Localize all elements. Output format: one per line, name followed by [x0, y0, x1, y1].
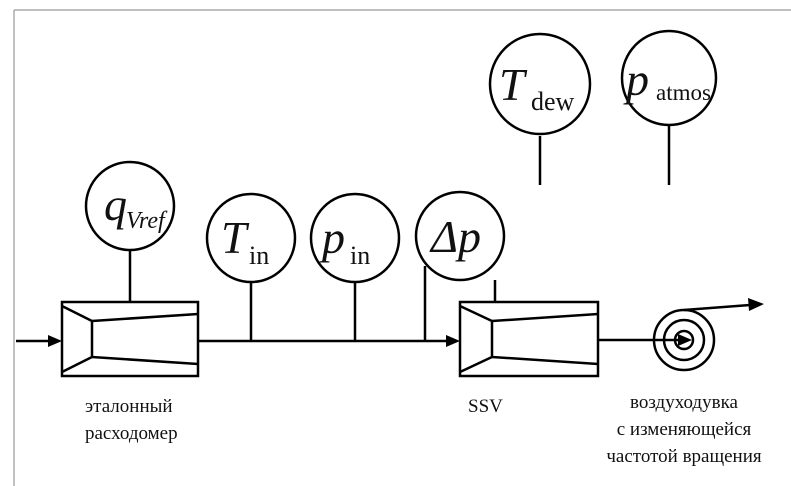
reference-meter-symbol [60, 300, 200, 378]
reference-meter-label-line1: эталонный [85, 396, 173, 417]
gauge-t-in: T in [205, 192, 297, 284]
svg-text:atmos: atmos [656, 80, 711, 105]
blower-symbol [652, 303, 751, 372]
svg-text:Vref: Vref [126, 208, 168, 234]
svg-text:Δp: Δp [429, 211, 481, 262]
blower-label-line3: частотой вращения [606, 446, 762, 467]
blower-label-line1: воздуходувка [630, 392, 738, 413]
reference-meter-label-line2: расходомер [85, 423, 178, 444]
gauge-t-dew: T dew [488, 32, 592, 136]
svg-text:in: in [249, 241, 269, 270]
outlet-arrow [678, 334, 692, 346]
pipe-arrow [446, 335, 460, 347]
gauge-p-in: p in [309, 192, 401, 284]
ssv-symbol [458, 300, 600, 378]
svg-text:T: T [221, 212, 250, 263]
ssv-label: SSV [468, 396, 503, 417]
gauge-stems [128, 125, 671, 341]
svg-text:in: in [350, 241, 370, 270]
blower-label-line2: с изменяющейся [616, 419, 752, 440]
gauge-p-atmos: p atmos [620, 29, 718, 127]
inlet-arrow [16, 335, 62, 347]
blower-exhaust-arrow [748, 298, 764, 311]
svg-text:q: q [104, 179, 127, 230]
gauge-q-ref: q Vref [84, 160, 176, 252]
svg-text:T: T [499, 59, 528, 110]
gauge-delta-p: Δp [414, 190, 506, 282]
svg-text:p: p [319, 212, 345, 263]
svg-text:dew: dew [531, 87, 575, 116]
svg-text:p: p [623, 54, 649, 105]
